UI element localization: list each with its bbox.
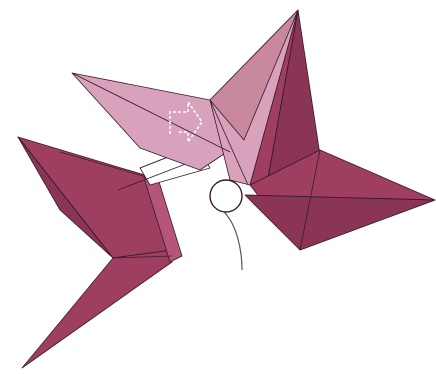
focus-circle	[210, 180, 242, 212]
light-flap-left	[72, 73, 230, 170]
curved-guide-line	[224, 212, 242, 270]
left-arm-lower-flap	[22, 250, 172, 368]
right-lower-flap-under	[245, 195, 435, 250]
